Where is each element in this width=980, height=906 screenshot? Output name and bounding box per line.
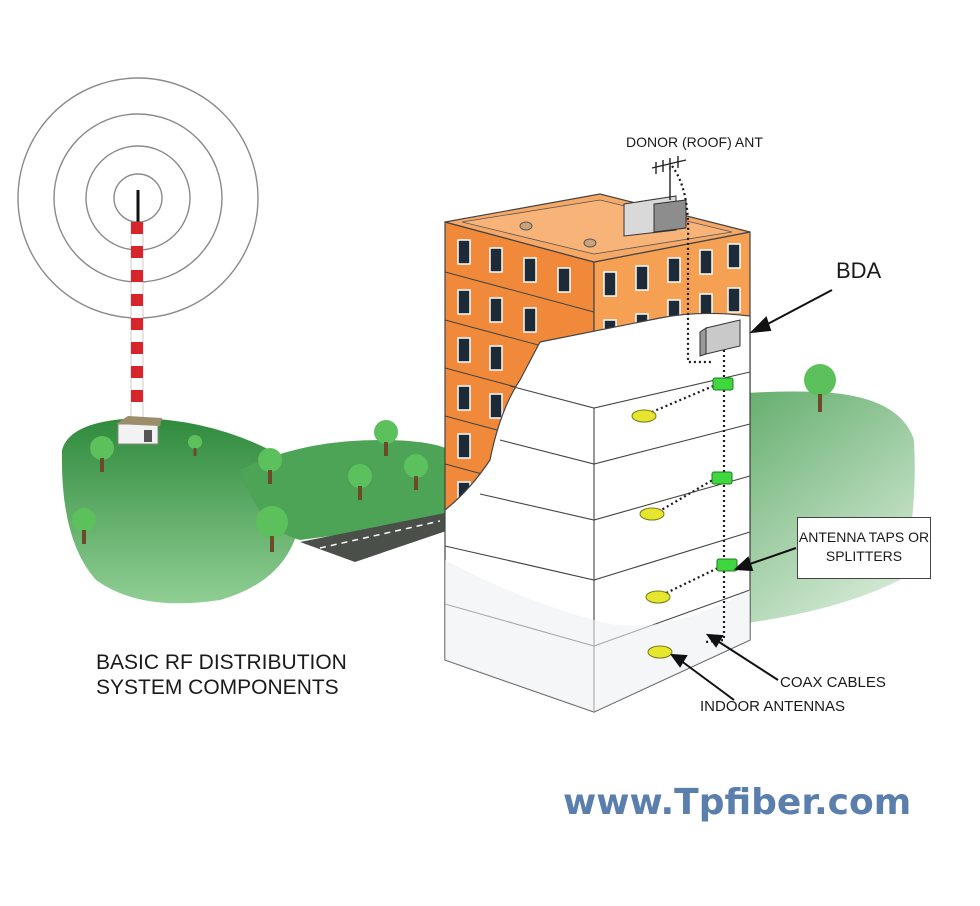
- indoor-antennas-label: INDOOR ANTENNAS: [700, 698, 846, 715]
- coax-cables-label: COAX CABLES: [780, 674, 886, 691]
- building-cutaway: [444, 312, 751, 713]
- middle-hill: [240, 440, 450, 540]
- watermark: www.Tpfiber.com: [563, 782, 912, 823]
- diagram-title: BASIC RF DISTRIBUTION SYSTEM COMPONENTS: [96, 651, 347, 699]
- cell-tower: [130, 190, 144, 419]
- indoor-antennas: [631, 409, 673, 659]
- antenna-taps-label: ANTENNA TAPS OR SPLITTERS: [797, 517, 931, 579]
- road: [300, 512, 455, 562]
- donor-antenna: [651, 156, 687, 200]
- antenna-splitters: [711, 377, 738, 572]
- pointer-arrows: [669, 289, 833, 701]
- bda-unit: [699, 319, 741, 357]
- donor-antenna-label: DONOR (ROOF) ANT: [626, 134, 763, 150]
- bda-label: BDA: [836, 258, 882, 283]
- trees: [72, 364, 836, 552]
- equipment-shed: [116, 416, 162, 445]
- left-hill: [61, 418, 300, 604]
